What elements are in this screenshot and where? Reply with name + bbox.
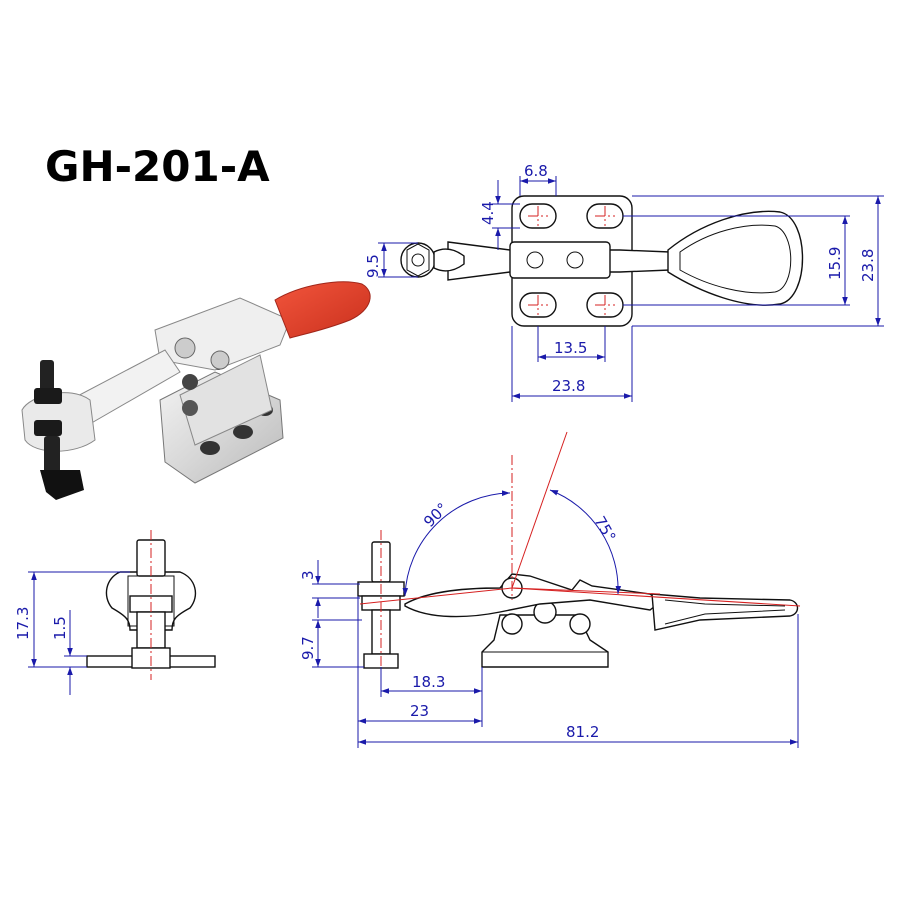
dim-hole-spacing-x: 13.5: [554, 339, 587, 357]
dim-to-base-edge: 23: [410, 702, 429, 720]
dim-base-length: 23.8: [859, 249, 877, 282]
top-view-dimensions: 6.8 4.4 9.5 13.5 23.8 15.9 23.8: [364, 162, 884, 402]
dim-base-width: 23.8: [552, 377, 585, 395]
front-view-dimensions: 17.3 1.5: [14, 571, 130, 695]
dim-hole-height: 4.4: [479, 201, 497, 225]
dim-base-thickness: 1.5: [51, 616, 69, 640]
dim-pivot-height: 9.7: [299, 636, 317, 660]
dim-open-angle: 90°: [420, 499, 452, 531]
dim-to-pivot: 18.3: [412, 673, 445, 691]
side-view: [357, 431, 801, 680]
dim-hole-spacing-y: 15.9: [826, 247, 844, 280]
dim-handle-angle: 75°: [591, 513, 620, 545]
dim-hole-width: 6.8: [524, 162, 548, 180]
top-view: [400, 195, 804, 327]
dim-arm-offset: 3: [299, 570, 317, 580]
dim-overall-length: 81.2: [566, 723, 599, 741]
model-title: GH-201-A: [45, 142, 270, 191]
dim-bolt-head: 9.5: [364, 254, 382, 278]
front-view: [86, 530, 216, 680]
dim-total-height: 17.3: [14, 607, 32, 640]
clamp-3d-illustration: [21, 281, 371, 500]
